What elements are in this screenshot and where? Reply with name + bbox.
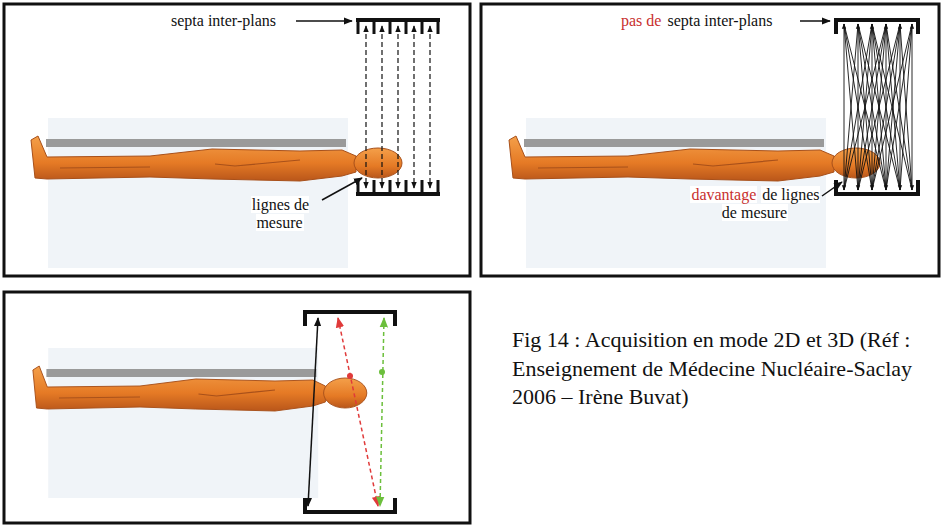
septum <box>389 180 392 194</box>
septum <box>373 20 376 34</box>
coincidence-line <box>308 318 318 506</box>
end-shield <box>393 312 397 326</box>
measurement-line <box>872 24 900 190</box>
measurement-line <box>858 24 900 190</box>
measurement-line <box>844 24 858 190</box>
detector-ring-3d <box>303 312 397 512</box>
patient-scene <box>33 348 367 498</box>
septum <box>437 20 440 34</box>
label-group: pas de septa inter-plans <box>620 12 796 30</box>
coincidence-line <box>380 318 384 506</box>
figure-caption: Fig 14 : Acquisition en mode 2D et 3D (R… <box>512 326 922 412</box>
end-shield <box>303 312 307 326</box>
septum <box>421 180 424 194</box>
annotation-label: davantage <box>690 186 757 203</box>
measurement-line <box>413 26 414 188</box>
detector-bar <box>834 192 920 196</box>
panel-frame <box>481 4 939 276</box>
measurement-line <box>900 24 901 190</box>
detector-bar <box>303 510 397 514</box>
measurement-line <box>912 24 913 190</box>
detector-bar <box>356 18 440 22</box>
septum <box>405 20 408 34</box>
measurement-line <box>844 24 858 190</box>
end-shield <box>303 498 307 512</box>
measurement-line <box>381 26 382 188</box>
panel-frame <box>4 4 470 276</box>
measurement-line <box>429 26 430 188</box>
patient-scene <box>509 118 880 268</box>
measurement-line <box>886 24 900 190</box>
septum <box>421 20 424 34</box>
detector-ring-3d <box>834 20 920 194</box>
annotation-label: lignes de mesure <box>251 196 309 231</box>
end-shield <box>916 180 920 194</box>
panel-frame <box>4 292 470 523</box>
detector-bar <box>356 192 440 196</box>
measurement-line <box>900 24 912 190</box>
annotation-label: septa inter-plans <box>666 12 773 29</box>
patient-scene <box>31 118 402 268</box>
emission-point <box>379 369 385 375</box>
pointer-arrow <box>322 178 362 200</box>
measurement-line <box>844 24 872 190</box>
annotation-label: pas de <box>620 12 662 29</box>
measurement-line <box>858 24 886 190</box>
detector-bar <box>834 18 920 22</box>
measurement-line <box>844 24 886 190</box>
label-group: septa inter-plans <box>170 12 294 30</box>
annotation-label: septa inter-plans <box>170 12 277 29</box>
measurement-line <box>872 24 912 190</box>
measurement-line <box>844 24 845 190</box>
measurement-line <box>872 24 900 190</box>
end-shield <box>393 498 397 512</box>
measurement-line <box>844 24 872 190</box>
measurement-line <box>858 24 900 190</box>
pointer-arrow <box>800 20 830 22</box>
measurement-line <box>844 24 886 190</box>
pointer-arrow <box>822 182 842 196</box>
coincidence-line <box>338 318 378 506</box>
measurement-line <box>872 24 912 190</box>
measurement-line <box>858 24 886 190</box>
septum <box>405 180 408 194</box>
septum <box>437 180 440 194</box>
label-group: lignes de mesure <box>240 196 320 231</box>
septum <box>357 180 360 194</box>
septum <box>357 20 360 34</box>
end-shield <box>916 20 920 34</box>
measurement-line <box>365 26 366 188</box>
label-group: davantage de lignes de mesure <box>690 186 820 221</box>
measurement-line <box>397 26 398 188</box>
septum <box>389 20 392 34</box>
measurement-line <box>886 24 912 190</box>
septum <box>373 180 376 194</box>
pointer-arrow <box>296 20 352 22</box>
measurement-line <box>886 24 900 190</box>
measurement-line <box>886 24 912 190</box>
detector-bar <box>303 310 397 314</box>
end-shield <box>834 20 838 34</box>
emission-point <box>347 373 353 379</box>
detector-ring-2d <box>356 20 440 194</box>
